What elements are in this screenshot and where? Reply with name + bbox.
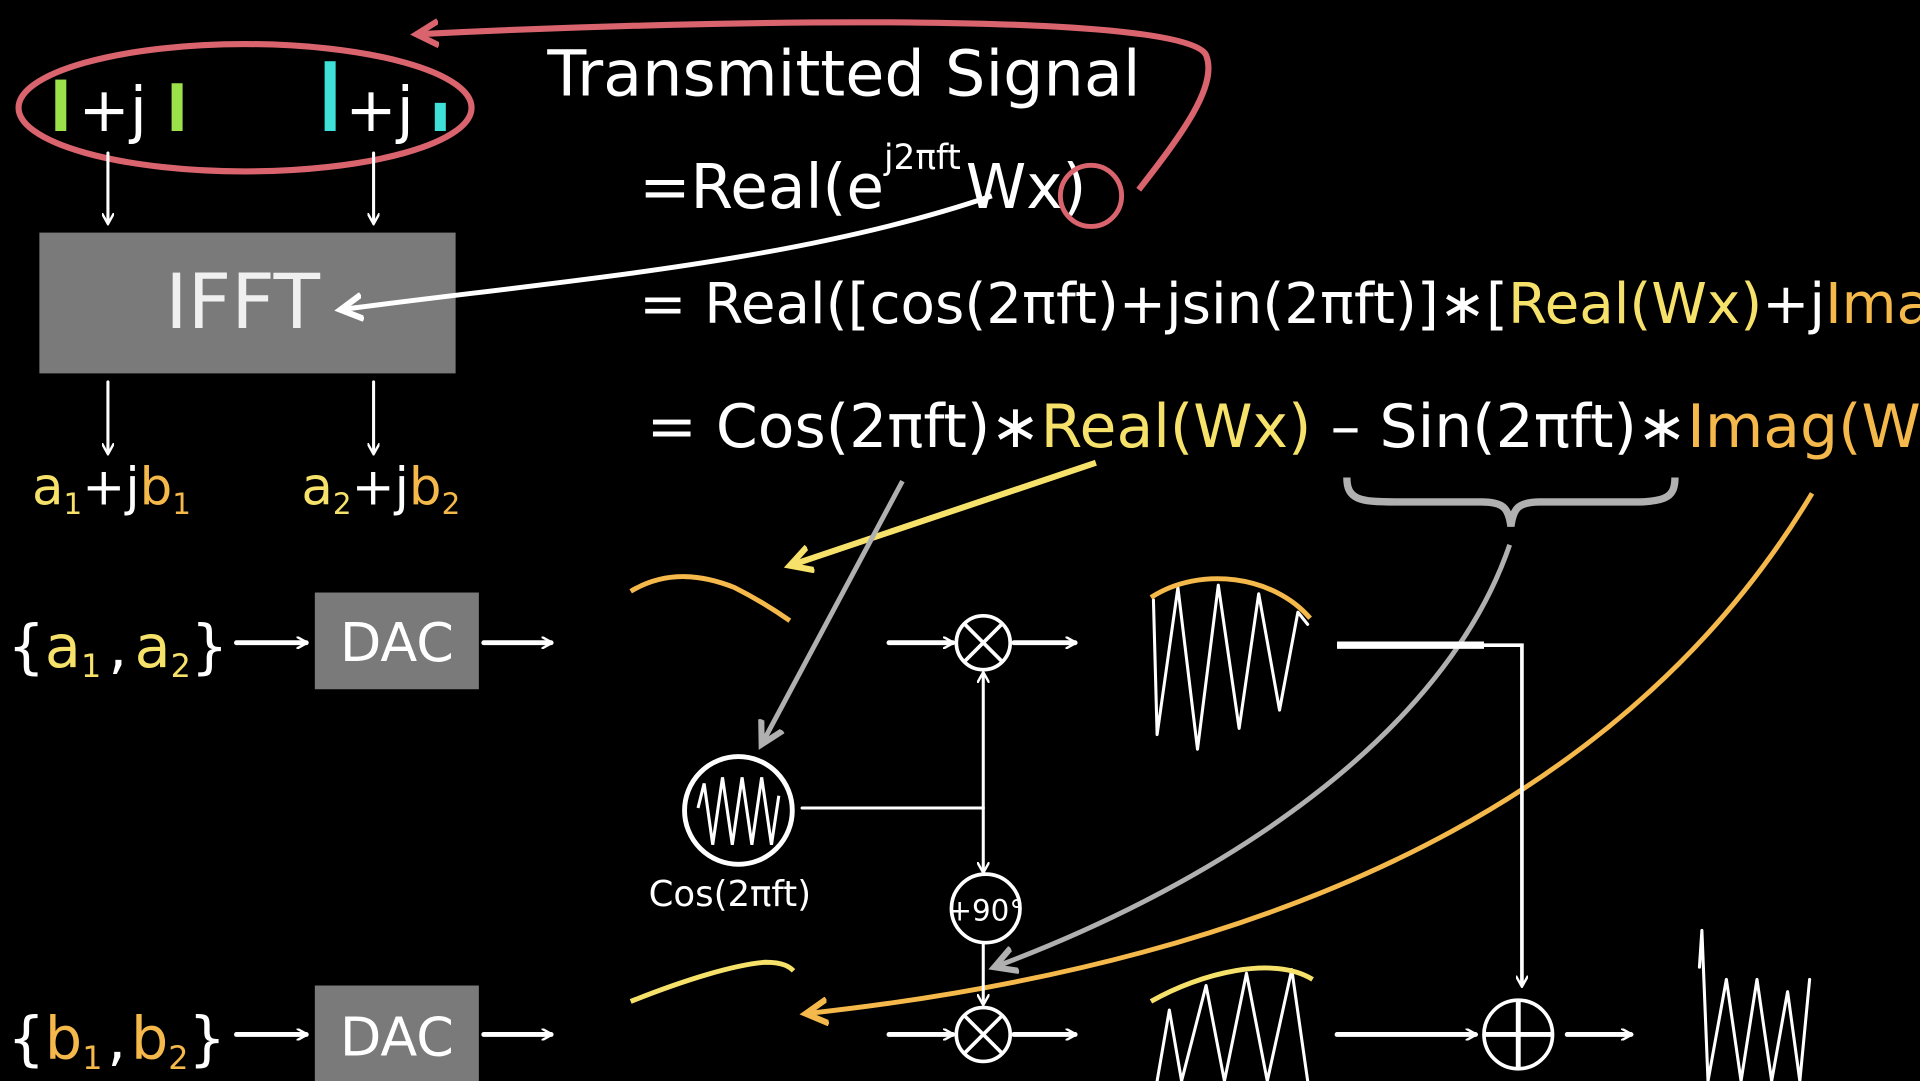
imag-pointer-arrow: [806, 492, 1815, 1013]
i-baseband-waveform: [629, 574, 792, 623]
i-modulated-waveform: [1151, 583, 1310, 751]
red-feedback-arrow: [416, 22, 1212, 192]
cos-pointer-arrow: [762, 479, 905, 744]
oscillator-label: Cos(2πft): [649, 874, 811, 915]
symbol-group: +j +j: [15, 41, 475, 175]
i-envelope: [1149, 576, 1312, 620]
symbol1-plus-j: +j: [79, 75, 147, 146]
i-branch-input-set: {a1,a2}: [8, 612, 229, 685]
white-pointer-arrow: [341, 193, 993, 310]
output-waveform: [1697, 928, 1812, 1081]
q-modulated-waveform: [1155, 968, 1310, 1081]
q-baseband-waveform: [629, 959, 796, 1004]
i-to-sum-line: [1337, 643, 1522, 985]
mixer-q-icon: [954, 1005, 1013, 1064]
phase-shift-block: [949, 872, 1022, 945]
symbol2-plus-j: +j: [345, 75, 413, 146]
dac-block-q: [314, 985, 479, 1081]
x-highlight-circle: [1057, 162, 1125, 229]
real-pointer-arrow: [790, 459, 1097, 566]
highlight-ellipse: [15, 41, 475, 175]
symbol1-real-bar: [55, 79, 67, 131]
sin-pointer-arrow: [994, 543, 1512, 967]
equation-2: = Real([cos(2πft)+jsin(2πft)]∗[Real(Wx)+…: [639, 272, 1920, 337]
title-transmitted-signal: Transmitted Signal: [546, 37, 1140, 111]
mixer-i-icon: [954, 613, 1013, 672]
equation-3: = Cos(2πft)∗Real(Wx) – Sin(2πft)∗Imag(W: [647, 392, 1920, 462]
symbol2-imag-bar: [434, 102, 446, 131]
summer-icon: [1482, 998, 1555, 1071]
dac-block-i: [314, 592, 479, 690]
oscillator-icon: [682, 754, 795, 867]
symbol2-real-bar: [324, 61, 336, 131]
i-to-sum-thick: [1337, 641, 1484, 649]
ifft-output-1: a1+jb1: [32, 457, 191, 521]
q-branch-input-set: {b1,b2}: [8, 1004, 226, 1077]
phase-shift-label: +90°: [947, 894, 1024, 928]
sin-term-brace: [1343, 477, 1679, 527]
ifft-output-2: a2+jb2: [301, 457, 460, 521]
dac-label-q: DAC: [340, 1005, 454, 1068]
q-envelope: [1149, 965, 1314, 1004]
symbol1-imag-bar: [171, 83, 183, 131]
ifft-label: IFFT: [165, 258, 320, 346]
dac-label-i: DAC: [340, 611, 454, 674]
equation-1: =Real(ej2πftWx): [639, 138, 1086, 223]
